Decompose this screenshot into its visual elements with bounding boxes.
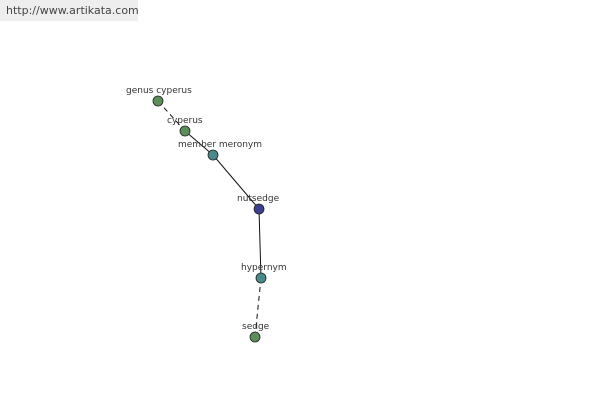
edge-nutsedge-to-hypernym [258,208,262,279]
node-label-member-meronym[interactable]: member meronym [178,140,262,150]
node-label-sedge[interactable]: sedge [242,322,270,332]
edge-member-meronym-to-nutsedge [212,154,260,210]
site-url[interactable]: http://www.artikata.com [6,4,139,17]
node-marker-genus-cyperus[interactable] [152,95,164,107]
node-marker-hypernym[interactable] [255,272,267,284]
node-label-hypernym[interactable]: hypernym [241,263,287,273]
graph-edges [157,100,262,338]
node-nutsedge[interactable]: nutsedge [237,194,280,215]
node-marker-sedge[interactable] [249,331,261,343]
node-marker-member-meronym[interactable] [207,149,219,161]
node-marker-cyperus[interactable] [179,125,191,137]
node-member-meronym[interactable]: member meronym [178,140,262,161]
graph-nodes: genus cyperus cyperus member meronym nutsed… [126,86,287,343]
url-banner: http://www.artikata.com [0,0,139,21]
edge-cyperus-to-member-meronym [184,130,214,156]
node-hypernym[interactable]: hypernym [241,263,287,284]
node-label-genus-cyperus[interactable]: genus cyperus [126,86,192,96]
node-label-nutsedge[interactable]: nutsedge [237,194,280,204]
node-label-cyperus[interactable]: cyperus [167,116,203,126]
edge-genus-cyperus-to-cyperus [157,100,186,132]
node-cyperus[interactable]: cyperus [167,116,203,137]
node-sedge[interactable]: sedge [242,322,270,343]
node-genus-cyperus[interactable]: genus cyperus [126,86,192,107]
edge-hypernym-to-sedge [254,277,262,338]
node-marker-nutsedge[interactable] [253,203,265,215]
